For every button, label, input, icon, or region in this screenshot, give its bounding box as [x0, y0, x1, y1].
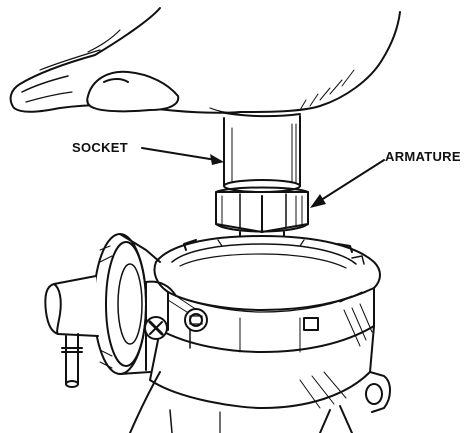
armature-arrowhead [310, 194, 326, 208]
socket-label: SOCKET [72, 140, 128, 155]
armature-leader [310, 159, 385, 208]
hand-drawing [9, 7, 401, 118]
socket-arrowhead [210, 154, 224, 165]
vacuum-advance-drawing [44, 233, 208, 388]
socket-drawing [215, 115, 309, 233]
armature-label: ARMATURE [385, 149, 461, 164]
socket-leader [141, 147, 224, 165]
distributor-housing-drawing [129, 235, 391, 433]
